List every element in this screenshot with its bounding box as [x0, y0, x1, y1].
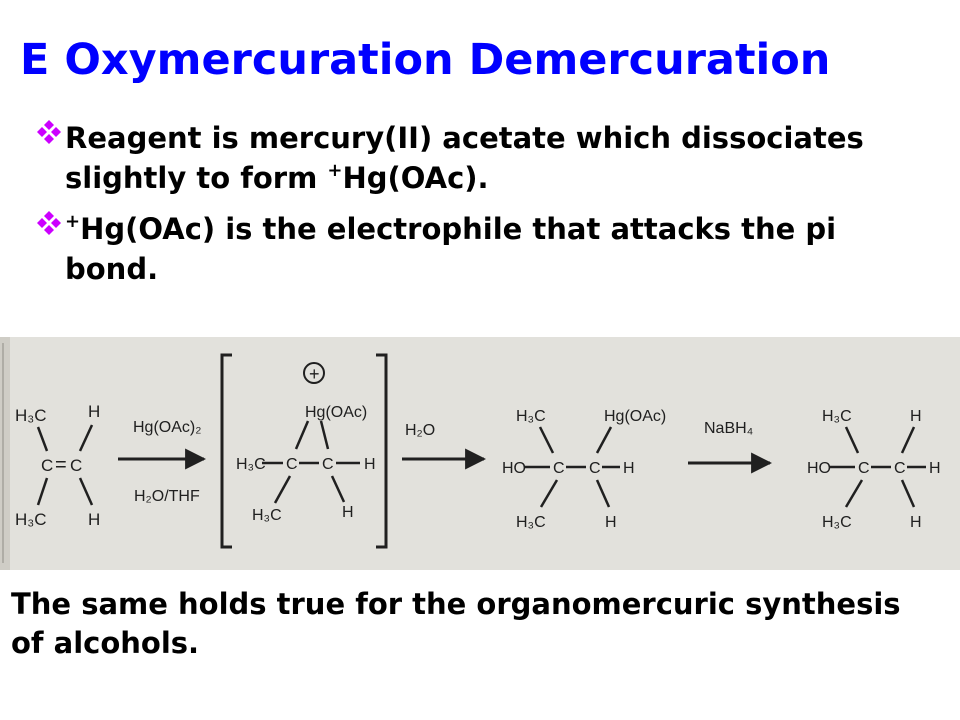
intermediate-c1: C	[286, 456, 298, 473]
slide-title: E Oxymercuration Demercuration	[20, 35, 831, 85]
product-h-right: H	[929, 460, 941, 477]
intermediate-h3c-left: H₃C	[236, 456, 266, 473]
organomercurial-h3c-top: H₃C	[516, 408, 546, 425]
step2-arrow: H₂O	[402, 422, 487, 470]
step1-conditions: H₂O/THF	[134, 488, 200, 505]
intermediate-h3c-bottom: H₃C	[252, 507, 282, 524]
organomercurial-c2: C	[589, 460, 601, 477]
mercurinium-intermediate: + Hg(OAc) H₃C C C H H₃C H	[236, 362, 376, 524]
organomercurial-h3c-bottom: H₃C	[516, 514, 546, 531]
organomercurial-ho: HO	[502, 460, 526, 477]
bullet-text-after: Hg(OAc).	[342, 161, 489, 195]
product-h-bottom: H	[910, 514, 922, 531]
product-c1: C	[858, 460, 870, 477]
step3-reagent: NaBH₄	[704, 420, 753, 437]
alcohol-product: H₃C H HO C C H H₃C H	[807, 408, 941, 531]
product-c2: C	[894, 460, 906, 477]
alkene-reactant: H₃C H C = C H₃C H	[15, 402, 100, 529]
bullet-item: +Hg(OAc) is the electrophile that attack…	[36, 209, 936, 289]
intermediate-c2: C	[322, 456, 334, 473]
intermediate-bracket	[220, 353, 388, 549]
organomercurial-h-right: H	[623, 460, 635, 477]
bullet-text-after: Hg(OAc) is the electrophile that attacks…	[65, 212, 837, 286]
alkene-h-bottom: H	[88, 510, 100, 529]
intermediate-charge: +	[309, 364, 320, 384]
intermediate-h-bottom: H	[342, 504, 354, 521]
alkene-h3c-bottom: H₃C	[15, 510, 46, 529]
reaction-scheme-drawing: H₃C H C = C H₃C H Hg(OAc)₂ H₂O/THF	[0, 337, 941, 570]
diamond-bullet-icon	[36, 119, 65, 145]
step1-arrow: Hg(OAc)₂ H₂O/THF	[118, 419, 207, 505]
bullet-list: Reagent is mercury(II) acetate which dis…	[36, 118, 936, 300]
positive-charge-circle	[303, 362, 325, 384]
alkene-double-bond: =	[55, 454, 67, 476]
product-h-top: H	[910, 408, 922, 425]
reaction-scheme: H₃C H C = C H₃C H Hg(OAc)₂ H₂O/THF	[0, 337, 960, 570]
product-ho: HO	[807, 460, 831, 477]
product-h3c-top: H₃C	[822, 408, 852, 425]
footer-note: The same holds true for the organomercur…	[11, 587, 901, 660]
bullet-text-before: Reagent is mercury(II) acetate which dis…	[65, 121, 864, 195]
bullet-superscript: +	[65, 211, 81, 232]
scan-border	[0, 337, 10, 570]
step3-arrow: NaBH₄	[688, 420, 773, 474]
intermediate-hgoac: Hg(OAc)	[305, 404, 367, 421]
alkene-h-top: H	[88, 402, 100, 421]
step2-reagent: H₂O	[405, 422, 435, 439]
organomercury-compound: H₃C Hg(OAc) HO C C H H₃C H	[502, 408, 666, 531]
organomercurial-c1: C	[553, 460, 565, 477]
organomercurial-hgoac: Hg(OAc)	[604, 408, 666, 425]
alkene-c-right: C	[70, 456, 82, 475]
step1-reagent: Hg(OAc)₂	[133, 419, 201, 436]
diamond-bullet-icon	[36, 210, 65, 236]
intermediate-h-right: H	[364, 456, 376, 473]
alkene-h3c-top: H₃C	[15, 406, 46, 425]
bullet-item: Reagent is mercury(II) acetate which dis…	[36, 118, 936, 198]
product-h3c-bottom: H₃C	[822, 514, 852, 531]
bullet-superscript: +	[327, 160, 343, 181]
alkene-c-left: C	[41, 456, 53, 475]
organomercurial-h-bottom: H	[605, 514, 617, 531]
